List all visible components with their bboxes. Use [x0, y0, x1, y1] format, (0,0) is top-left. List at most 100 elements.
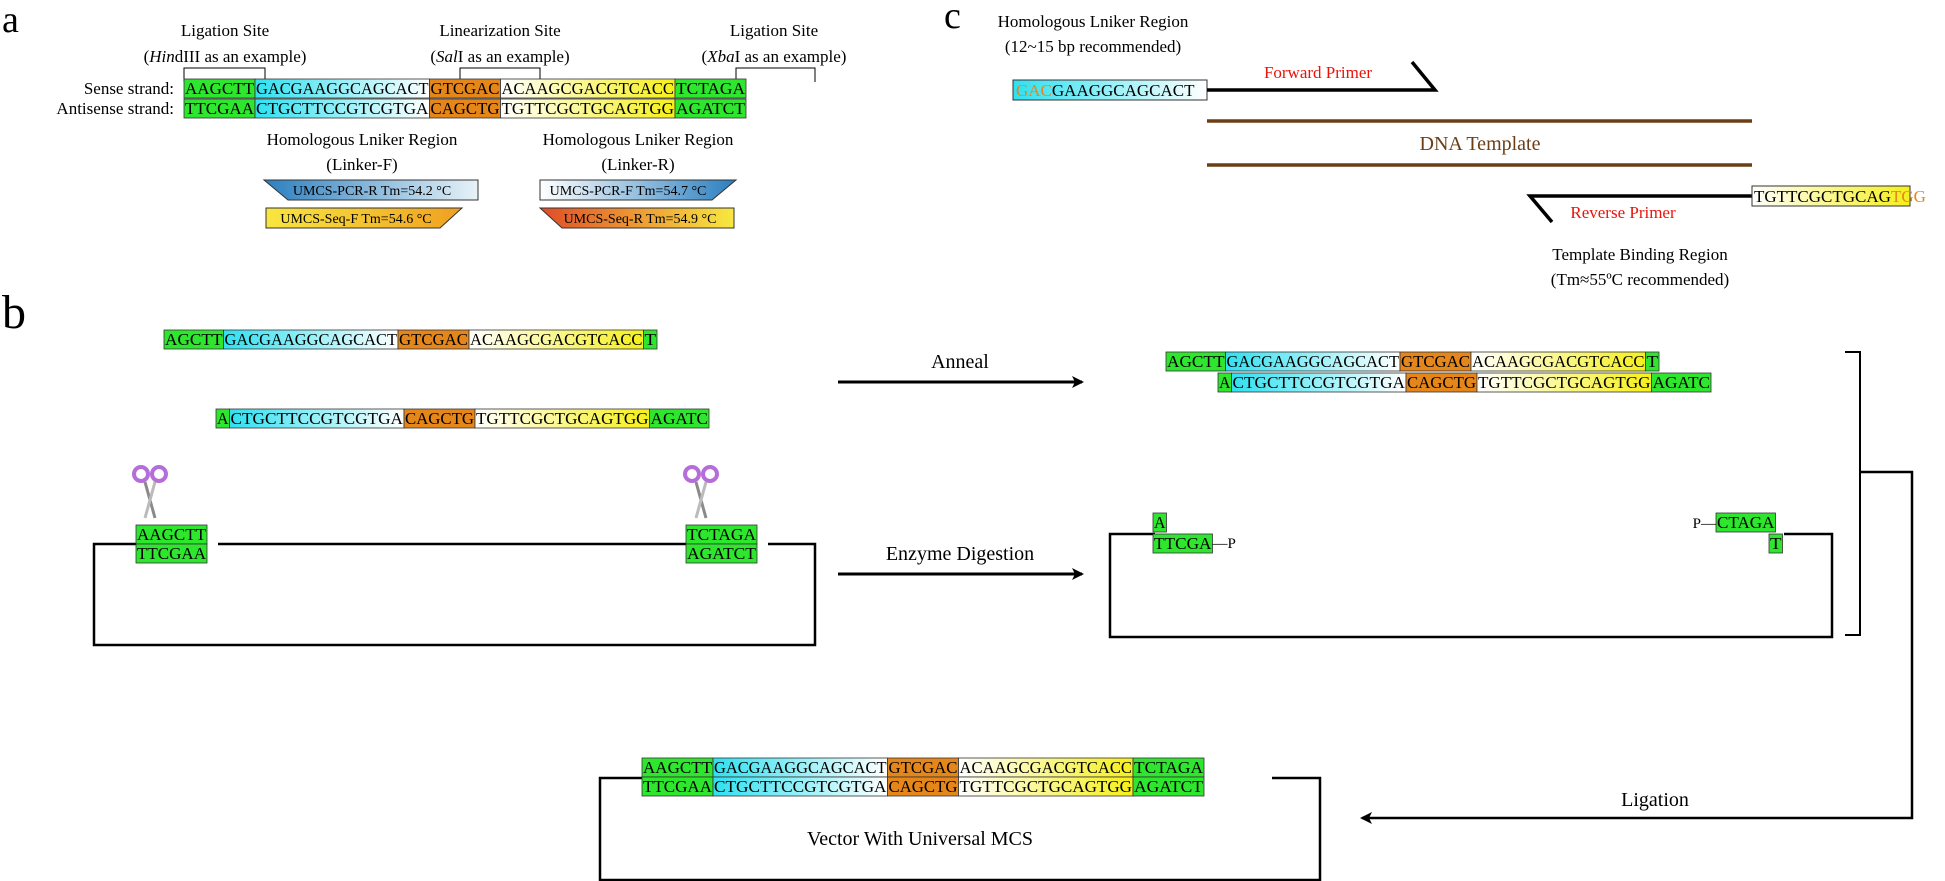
sense-strand-seg-4: TCTAGA: [676, 79, 746, 98]
primer-pcr-f-label: UMCS-PCR-F Tm=54.7 °C: [550, 184, 707, 199]
vector-final: [598, 776, 1322, 881]
merge-bracket: [1845, 351, 1861, 636]
forward-primer-line: [1207, 60, 1439, 92]
oligo-top-seg-2: GTCGAC: [399, 330, 468, 349]
primer-seq-r-arrow: [538, 207, 735, 229]
digest-left-top-box: [1152, 512, 1167, 533]
digest-right-top: CTAGA: [1717, 513, 1775, 532]
oligo-bottom-seg-2: CAGCTG: [405, 409, 474, 428]
phosphate-right: P—: [1693, 516, 1717, 532]
antisense-strand-seg-4-box: [674, 98, 747, 119]
oligo-bottom-seg-1: CTGCTTCCGTCGTGA: [231, 409, 404, 428]
annealed-top-seg-4-box: [1645, 351, 1660, 372]
cut-left-top: AAGCTT: [137, 525, 207, 544]
cut-left-bottom-box: [135, 543, 208, 564]
annealed-bottom-seg-4: AGATC: [1653, 373, 1711, 392]
primer-seq-r-label: UMCS-Seq-R Tm=54.9 °C: [564, 212, 717, 227]
annealed-top-seg-1: GACGAAGGCAGCACT: [1227, 352, 1400, 371]
antisense-strand-seg-1: CTGCTTCCGTCGTGA: [256, 99, 429, 118]
panel-a-label: a: [2, 0, 19, 41]
oligo-bottom-seg-3: TGTTCGCTGCAGTGG: [476, 409, 649, 428]
ligation-right-sub: (XbaI as an example): [702, 47, 847, 66]
final-bottom-seg-4-box: [1132, 776, 1205, 797]
c-right-seq: TGTTCGCTGCAGTGG: [1754, 187, 1926, 206]
c-left-seq: GACGAAGGCAGCACT: [1016, 81, 1195, 100]
sense-strand-seg-4-box: [674, 78, 747, 99]
vector-digested: [1108, 532, 1834, 639]
ligation-left-title: Ligation Site: [181, 21, 269, 40]
digest-right-top-box: [1715, 512, 1776, 533]
sense-strand-seg-1: GACGAAGGCAGCACT: [256, 79, 429, 98]
annealed-bottom-seg-3: TGTTCGCTGCAGTGG: [1478, 373, 1651, 392]
final-top-seg-0: AAGCTT: [643, 758, 713, 777]
digest-label: Enzyme Digestion: [886, 543, 1034, 565]
c-homology-sub: (12~15 bp recommended): [1005, 37, 1181, 56]
antisense-strand-seg-2: CAGCTG: [431, 99, 500, 118]
primer-pcr-r-arrow: [262, 179, 479, 201]
homology-right-title: Homologous Lniker Region: [543, 130, 734, 149]
oligo-bottom-seg-0: A: [217, 409, 229, 428]
binding-title: Template Binding Region: [1552, 245, 1728, 264]
digest-left-top: A: [1154, 513, 1166, 532]
cut-right-top: TCTAGA: [687, 525, 757, 544]
forward-primer-label: Forward Primer: [1264, 63, 1372, 82]
final-top-seg-4: TCTAGA: [1134, 758, 1204, 777]
primer-pcr-r-label: UMCS-PCR-R Tm=54.2 °C: [293, 184, 451, 199]
annealed-bottom-seg-4-box: [1651, 372, 1712, 393]
final-bottom-seg-0: TTCGAA: [643, 777, 713, 796]
homology-left-title: Homologous Lniker Region: [267, 130, 458, 149]
oligo-top-seg-3: ACAAGCGACGTCACC: [470, 330, 643, 349]
oligo-top-seg-0: AGCTT: [165, 330, 223, 349]
primer-seq-f-arrow: [265, 207, 464, 229]
c-right-seq-box: [1751, 185, 1911, 207]
vector-uncut: [92, 542, 817, 647]
linearization-sub: (SalI as an example): [430, 47, 569, 66]
panel-c-label: c: [944, 0, 961, 37]
sense-strand-seg-0: AAGCTT: [185, 79, 255, 98]
panel-b-label: b: [2, 286, 26, 339]
homology-right-sub: (Linker-R): [601, 155, 674, 174]
primer-pcr-f-arrow: [539, 179, 738, 201]
oligo-bottom-seg-4-box: [649, 408, 710, 429]
final-top-seg-1: GACGAAGGCAGCACT: [714, 758, 887, 777]
antisense-strand-seg-3: TGTTCGCTGCAGTGG: [502, 99, 675, 118]
antisense-strand-seg-4: AGATCT: [676, 99, 746, 118]
oligo-top-seg-4-box: [643, 329, 658, 350]
primer-seq-f-label: UMCS-Seq-F Tm=54.6 °C: [280, 212, 431, 227]
reverse-primer-line: [1526, 194, 1752, 224]
phosphate-left: —P: [1212, 536, 1236, 552]
reverse-primer-label: Reverse Primer: [1570, 203, 1676, 222]
ligation-label: Ligation: [1621, 789, 1689, 811]
ligation-left-sub: (HindIII as an example): [144, 47, 307, 66]
binding-sub: (Tm≈55ºC recommended): [1551, 270, 1729, 289]
annealed-bottom-seg-0: A: [1219, 373, 1231, 392]
sense-strand-label: Sense strand:: [84, 79, 174, 98]
cut-right-bottom: AGATCT: [687, 544, 757, 563]
sense-strand-seg-2: GTCGAC: [431, 79, 500, 98]
scissors-icon: [132, 465, 168, 519]
final-bottom-seg-4: AGATCT: [1134, 777, 1204, 796]
vector-label: Vector With Universal MCS: [807, 828, 1033, 850]
final-bottom-seg-1: CTGCTTCCGTCGTGA: [714, 777, 887, 796]
ligation-left-bracket: [183, 67, 266, 82]
anneal-label: Anneal: [931, 351, 989, 373]
ligation-path: [1360, 470, 1914, 824]
antisense-strand-label: Antisense strand:: [56, 99, 174, 118]
antisense-strand-seg-0: TTCGAA: [185, 99, 255, 118]
cut-right-bottom-box: [685, 543, 758, 564]
oligo-bottom-seg-4: AGATC: [651, 409, 709, 428]
ligation-right-bracket: [735, 67, 816, 82]
oligo-top-seg-4: T: [645, 330, 657, 349]
final-bottom-seg-2: CAGCTG: [889, 777, 958, 796]
annealed-top-seg-3: ACAAGCGACGTCACC: [1472, 352, 1645, 371]
annealed-top-seg-2: GTCGAC: [1401, 352, 1470, 371]
annealed-top-seg-4: T: [1647, 352, 1659, 371]
oligo-top-seg-1: GACGAAGGCAGCACT: [225, 330, 398, 349]
